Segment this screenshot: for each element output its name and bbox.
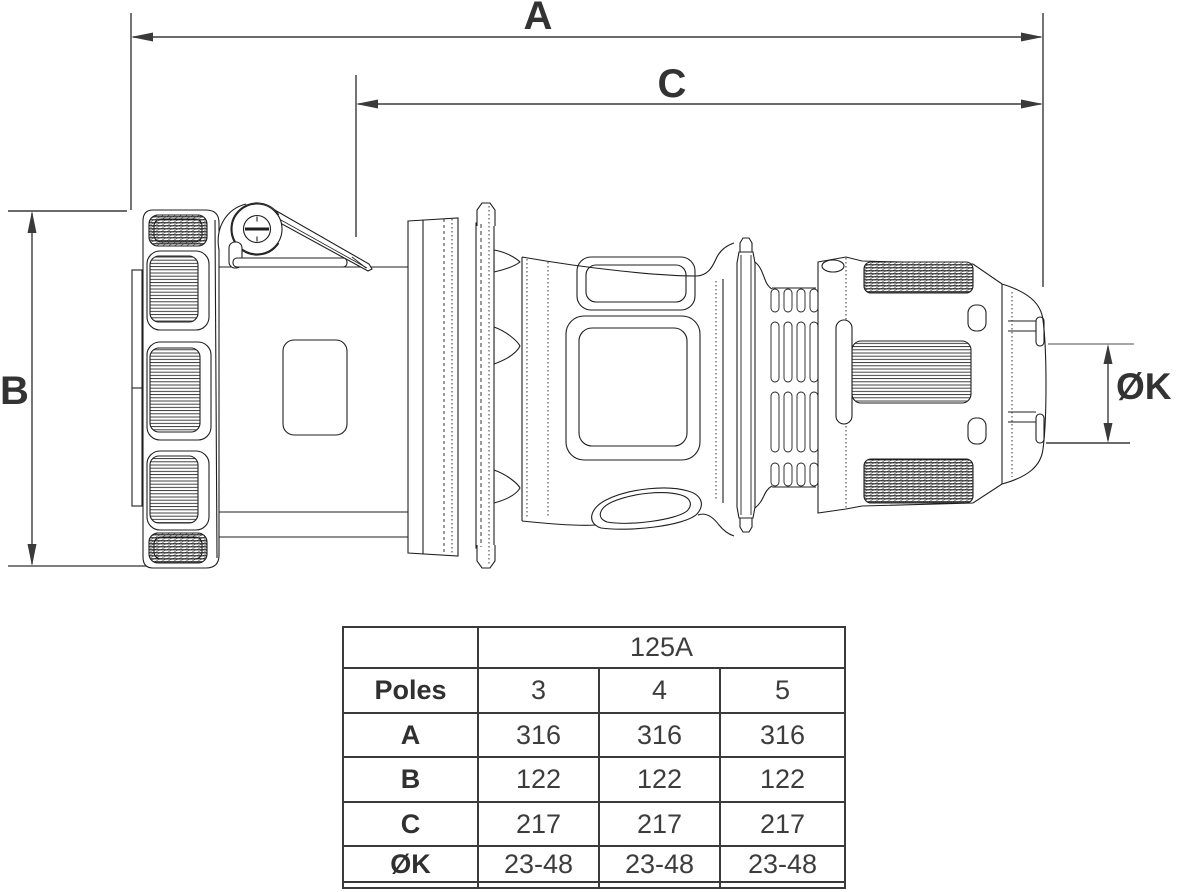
- knurl-band-bottom: [863, 458, 974, 504]
- dim-b-value-cell: 122: [477, 756, 600, 803]
- cap-back-plate: [131, 269, 143, 507]
- dim-b-value-cell: 122: [598, 756, 721, 803]
- dim-label-b: B: [0, 369, 29, 413]
- dim-k-value-cell: 23-48: [598, 845, 721, 883]
- dim-c-value-cell: 217: [598, 801, 721, 847]
- gland-eyelet: [821, 259, 845, 273]
- dim-label-diameter-k: ØK: [1116, 366, 1172, 407]
- row-header-c: C: [342, 801, 479, 847]
- row-header-poles: Poles: [342, 667, 479, 714]
- sleeve-label-patch: [282, 339, 348, 436]
- dim-a-value-cell: 316: [598, 712, 721, 758]
- handle-upper-recess: [576, 256, 696, 311]
- poles-value-cell: 5: [719, 667, 846, 714]
- table-corner-cell: [342, 626, 479, 669]
- knurl-band-mid: [851, 340, 972, 404]
- dim-k-value-cell: 23-48: [719, 845, 846, 883]
- dim-c-value-cell: 217: [719, 801, 846, 847]
- grip-cap: [142, 209, 220, 569]
- table-row-dim-c: C 217 217 217: [342, 801, 846, 847]
- table-row-poles: Poles 3 4 5: [342, 667, 846, 714]
- gland-channel: [835, 319, 853, 425]
- cone-slot-bottom: [1035, 413, 1045, 444]
- connector-body: [131, 202, 1047, 569]
- amperage-header-cell: 125A: [477, 626, 846, 669]
- table-row-amperage: 125A: [342, 626, 846, 669]
- handle-window: [565, 315, 701, 461]
- table-row-cutoff: [342, 881, 846, 889]
- dimension-table: 125A Poles 3 4 5 A 316 316 316 B 122 122…: [342, 626, 846, 889]
- row-header-b: B: [342, 756, 479, 803]
- cable-gland: [817, 256, 1047, 514]
- dimension-arrowheads: [27, 32, 1113, 566]
- locking-ring: [475, 202, 521, 569]
- dimension-table-wrapper: 125A Poles 3 4 5 A 316 316 316 B 122 122…: [342, 626, 848, 892]
- table-row-dim-b: B 122 122 122: [342, 756, 846, 803]
- dim-label-c: C: [657, 62, 687, 106]
- table-row-dim-k: ØK 23-48 23-48 23-48: [342, 845, 846, 883]
- dimension-lines: [8, 13, 1134, 567]
- poles-value-cell: 4: [598, 667, 721, 714]
- cone-slot-top: [1035, 316, 1045, 347]
- latch-lever: [217, 202, 373, 272]
- dim-k-value-cell: 23-48: [477, 845, 600, 883]
- handle-grip: [591, 487, 702, 530]
- handle-body: [521, 242, 735, 537]
- row-header-diameter-k: ØK: [342, 845, 479, 883]
- dim-c-value-cell: 217: [477, 801, 600, 847]
- dim-a-value-cell: 316: [477, 712, 600, 758]
- flange-disc: [736, 237, 773, 533]
- bellows-ribs: [770, 287, 819, 488]
- latch-bar: [232, 257, 348, 268]
- dim-b-value-cell: 122: [719, 756, 846, 803]
- poles-value-cell: 3: [477, 667, 600, 714]
- collar: [407, 217, 459, 557]
- dim-a-value-cell: 316: [719, 712, 846, 758]
- dim-label-a: A: [523, 0, 553, 38]
- table-row-dim-a: A 316 316 316: [342, 712, 846, 758]
- knurl-band-top: [863, 261, 974, 294]
- row-header-a: A: [342, 712, 479, 758]
- socket-sleeve: [219, 266, 408, 538]
